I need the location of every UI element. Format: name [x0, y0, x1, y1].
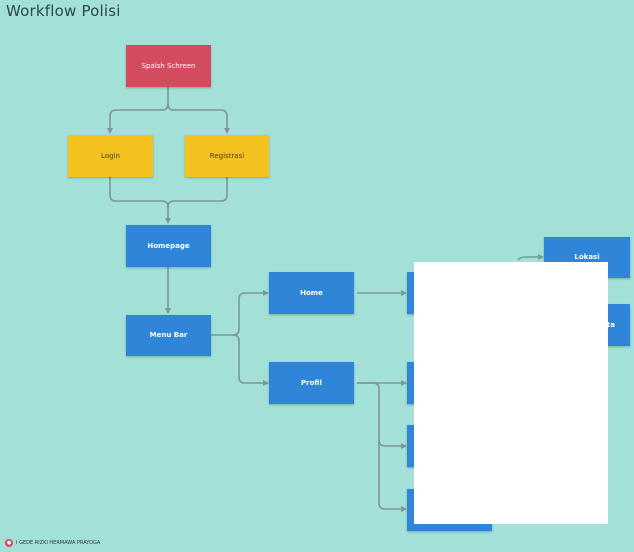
node-registrasi-label: Registrasi	[209, 151, 245, 160]
node-profil-label: Profil	[301, 378, 322, 387]
white-overlay-panel	[414, 262, 608, 524]
node-homepage: Homepage	[126, 225, 211, 267]
node-home-label: Home	[300, 288, 323, 297]
node-homepage-label: Homepage	[147, 241, 190, 250]
node-registrasi: Registrasi	[185, 135, 269, 177]
node-menu-bar: Menu Bar	[126, 315, 211, 356]
connector-splash-branches	[107, 87, 169, 134]
node-partial-right-label: ta	[606, 320, 615, 329]
node-splash-screen: Spalsh Schreen	[126, 45, 211, 87]
connector-profil-right-2	[357, 382, 407, 449]
node-profil: Profil	[269, 362, 354, 404]
footer-credit: ● I GEDE RIZKI HERMAWA PRAYOGA	[5, 539, 100, 547]
user-avatar-icon: ●	[5, 539, 13, 547]
connector-splash-registrasi	[167, 103, 230, 134]
node-login-label: Login	[101, 151, 120, 160]
connector-login-homepage	[109, 177, 171, 224]
node-lokasi-label: Lokasi	[574, 253, 600, 261]
node-menu-bar-label: Menu Bar	[149, 331, 188, 339]
connector-menubar-home	[211, 290, 269, 336]
connector-registrasi-homepage	[167, 177, 228, 208]
node-home: Home	[269, 272, 354, 314]
connector-profil-right-3	[378, 440, 407, 512]
page-title: Workflow Polisi	[6, 2, 121, 20]
connector-menubar-profil	[232, 334, 269, 386]
footer-credit-text: I GEDE RIZKI HERMAWA PRAYOGA	[16, 540, 101, 546]
node-splash-screen-label: Spalsh Schreen	[141, 61, 196, 70]
node-login: Login	[68, 135, 153, 177]
connector-to-lokasi	[517, 254, 544, 261]
